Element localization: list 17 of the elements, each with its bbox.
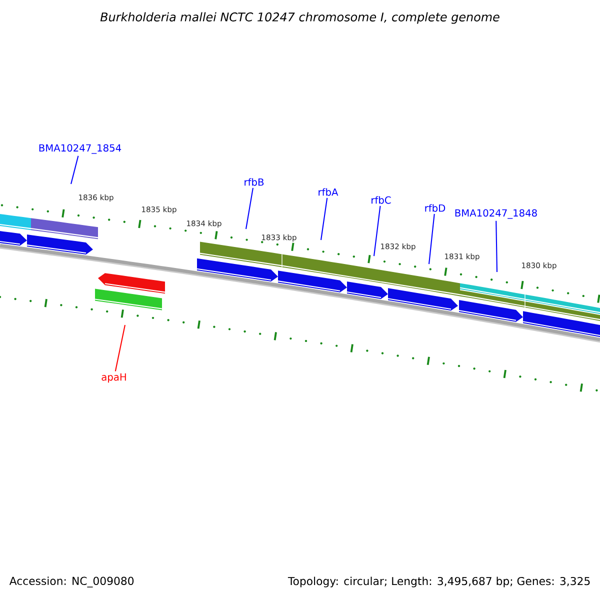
leader-line [428, 214, 435, 264]
title: Burkholderia mallei NCTC 10247 chromosome I, complete genome [100, 12, 500, 24]
gene-label: rfbA [318, 188, 338, 196]
gene-label: rfbB [244, 178, 264, 186]
leader-line [245, 188, 254, 230]
leader-line [114, 324, 126, 372]
gene-label: apaH [102, 373, 126, 383]
leader-line [373, 206, 381, 256]
accession-text: Accession: NC_009080 [9, 576, 134, 588]
gene-label: rfbC [372, 196, 391, 204]
leader-line [70, 156, 79, 184]
leader-line [320, 198, 328, 240]
genome-summary-text: Topology: circular; Length: 3,495,687 bp; Genes: 3,325 [288, 576, 590, 588]
gene-label: BMA10247_1848 [455, 209, 537, 219]
gene-label: BMA10247_1854 [39, 144, 122, 154]
gene-label: rfbD [425, 204, 446, 212]
leader-line [496, 220, 498, 272]
